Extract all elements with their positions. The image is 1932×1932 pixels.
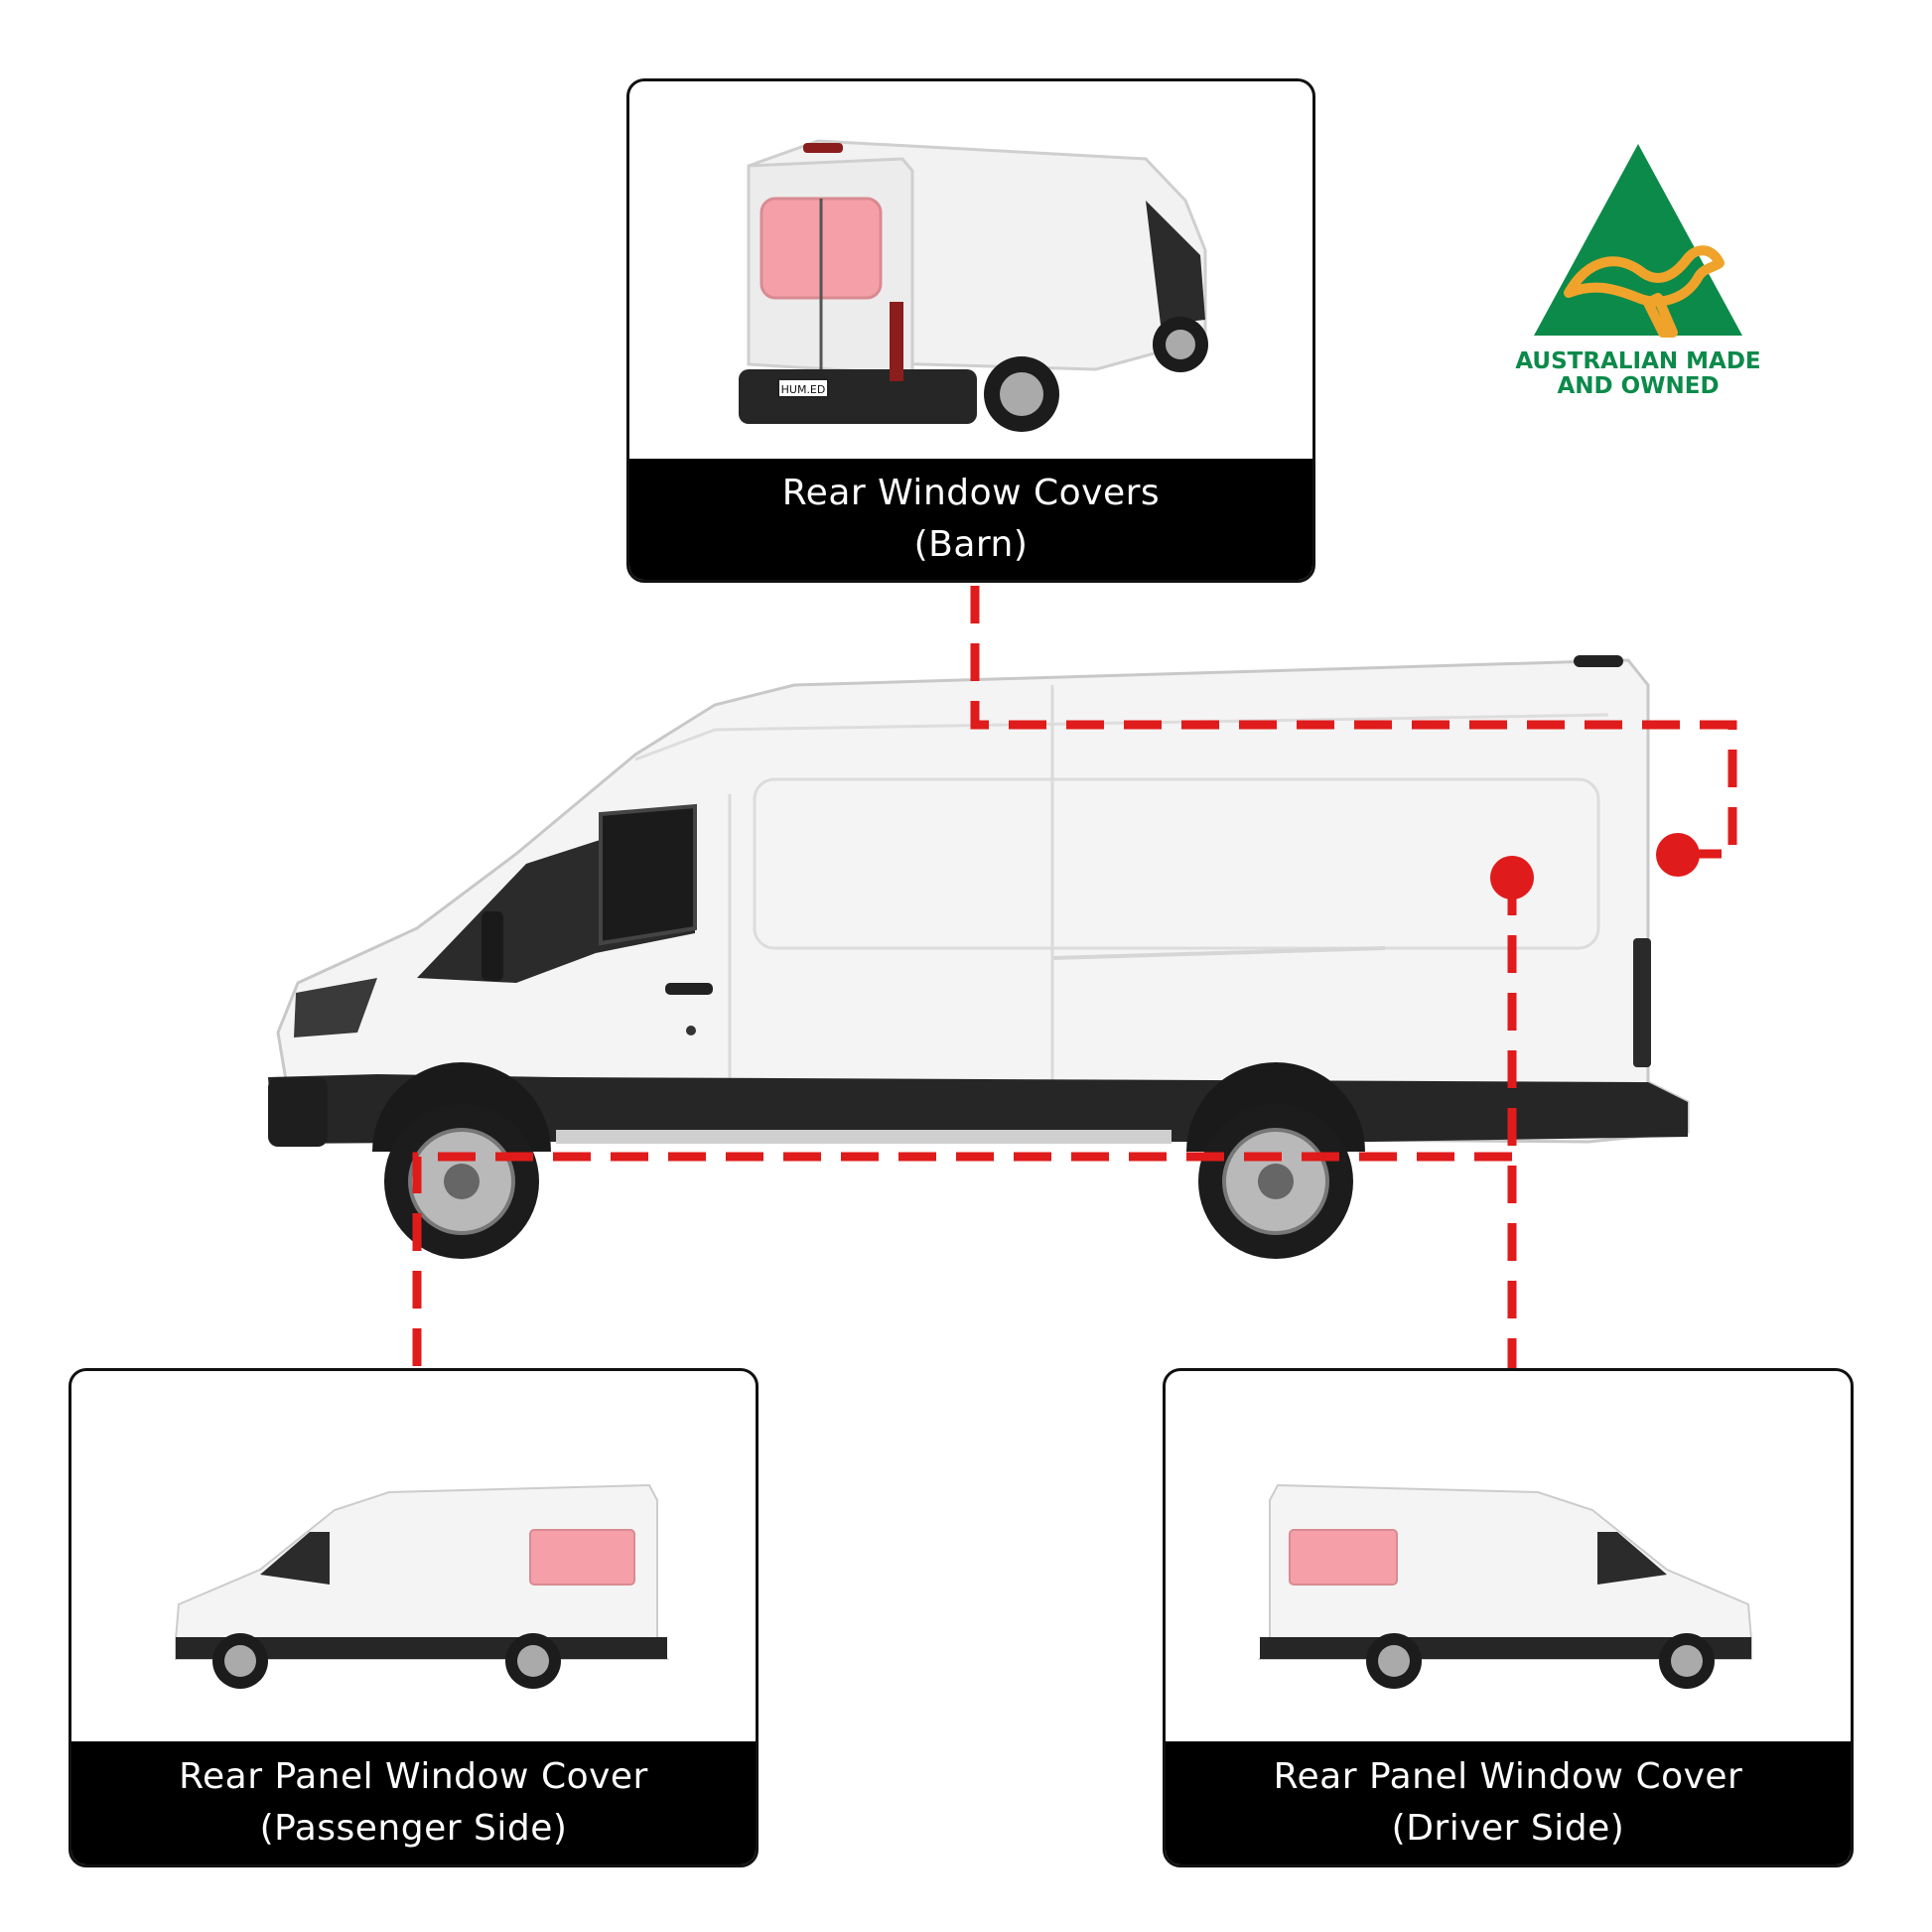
van-tail-light <box>1633 938 1651 1067</box>
callout-subtitle: (Driver Side) <box>1391 1808 1625 1849</box>
thumb-windshield <box>260 1532 330 1585</box>
driver-side-van-thumbnail <box>1258 1483 1752 1689</box>
thumb-panel-window-highlight <box>529 1529 635 1586</box>
kangaroo-logo-icon <box>1534 144 1742 338</box>
badge-line-1: AUSTRALIAN MADE <box>1515 348 1761 374</box>
thumb-plate-text: HUM.ED <box>781 383 826 396</box>
passenger-side-van-thumbnail <box>175 1483 669 1689</box>
callout-caption: Rear Panel Window Cover (Driver Side) <box>1166 1741 1851 1864</box>
callout-card-rear-barn: HUM.ED Rear Window Covers (Barn) <box>626 78 1315 583</box>
rear-wheel <box>1198 1104 1353 1259</box>
australian-made-badge: AUSTRALIAN MADE AND OWNED <box>1489 129 1787 427</box>
callout-caption: Rear Panel Window Cover (Passenger Side) <box>71 1741 756 1864</box>
main-van-illustration <box>268 655 1690 1259</box>
van-mirror <box>482 911 503 981</box>
van-side-panel <box>753 777 1600 950</box>
callout-title: Rear Panel Window Cover <box>179 1756 648 1797</box>
van-roof-line <box>634 713 1609 761</box>
callout-caption: Rear Window Covers (Barn) <box>629 459 1312 580</box>
callout-title: Rear Window Covers <box>781 473 1161 513</box>
rear-van-thumbnail: HUM.ED <box>739 139 1208 432</box>
thumb-rear-wheel <box>1366 1633 1422 1689</box>
marker-rear-barn <box>1656 833 1700 877</box>
van-door-handle <box>665 983 713 995</box>
thumb-windshield <box>1597 1532 1667 1585</box>
thumb-panel-window-highlight <box>1289 1529 1398 1586</box>
connector-passenger-side <box>412 1152 1512 1370</box>
thumb-rear-bumper <box>739 369 977 424</box>
badge-line-2: AND OWNED <box>1557 373 1720 399</box>
fuel-cap <box>686 1026 696 1035</box>
thumb-roof-light <box>803 143 843 153</box>
van-headlight <box>294 978 377 1037</box>
callout-subtitle: (Passenger Side) <box>259 1808 568 1849</box>
callout-card-passenger-side: Rear Panel Window Cover (Passenger Side) <box>69 1368 759 1867</box>
van-sill <box>556 1130 1172 1144</box>
callout-title: Rear Panel Window Cover <box>1273 1756 1743 1797</box>
badge-triangle <box>1534 144 1742 336</box>
callout-card-driver-side: Rear Panel Window Cover (Driver Side) <box>1163 1368 1854 1867</box>
thumb-front-cab <box>1146 201 1205 325</box>
thumb-tail-light <box>890 302 903 381</box>
front-wheel <box>384 1104 539 1259</box>
thumb-front-wheel <box>212 1633 268 1689</box>
thumb-rear-wheel <box>984 356 1059 432</box>
marker-driver-side <box>1490 856 1534 899</box>
thumb-plate <box>777 378 829 398</box>
van-bumper <box>268 1077 328 1147</box>
callout-subtitle: (Barn) <box>913 524 1029 565</box>
van-side-window <box>599 803 697 946</box>
connector-rear-barn <box>970 586 1737 859</box>
thumb-front-wheel <box>1153 317 1208 372</box>
roof-rail <box>1574 655 1623 667</box>
badge-kangaroo <box>1564 245 1725 338</box>
thumb-front-wheel <box>1659 1633 1715 1689</box>
van-crease <box>1051 946 1386 960</box>
thumb-rear-wheel <box>505 1633 561 1689</box>
